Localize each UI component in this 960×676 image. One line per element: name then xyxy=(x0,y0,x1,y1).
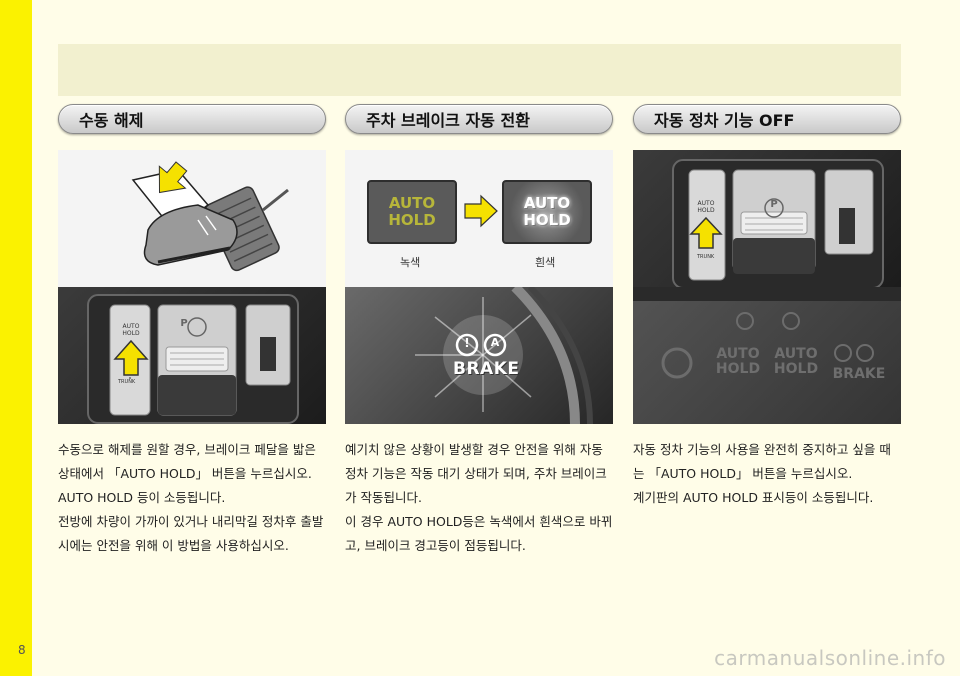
section-text-auto-hold-off: 자동 정차 기능의 사용을 완전히 중지하고 싶을 때는 「AUTO HOLD」… xyxy=(633,438,901,510)
auto-hold-color-change-illustration: AUTO HOLD AUTO HOLD 녹색 흰색 xyxy=(345,150,613,287)
section-header-manual-release: 수동 해제 xyxy=(58,104,326,134)
brake-exclaim-symbol: ! xyxy=(464,336,470,350)
auto-hold-off-indicator: AUTO HOLD xyxy=(715,346,761,377)
top-band xyxy=(58,44,901,96)
foot-pedal-illustration xyxy=(58,150,326,287)
brake-a-symbol: A xyxy=(490,336,500,349)
paragraph: 이 경우 AUTO HOLD등은 녹색에서 흰색으로 바뀌고, 브레이크 경고등… xyxy=(345,514,613,553)
press-arrow-icon xyxy=(158,161,188,194)
paragraph: AUTO HOLD 등이 소등됩니다. xyxy=(58,490,226,505)
auto-hold-off-indicator-2: AUTO HOLD xyxy=(773,346,819,377)
section-header-parking-brake: 주차 브레이크 자동 전환 xyxy=(345,104,613,134)
hold-label: HOLD xyxy=(697,207,715,214)
hold-label: HOLD xyxy=(122,330,140,337)
auto-label: AUTO xyxy=(122,323,140,330)
section-title: 주차 브레이크 자동 전환 xyxy=(345,104,613,134)
section-title: 수동 해제 xyxy=(58,104,326,134)
trunk-label: TRUNK xyxy=(697,254,715,260)
section-header-auto-hold-off: 자동 정차 기능 OFF xyxy=(633,104,901,134)
section-text-manual-release: 수동으로 해제를 원할 경우, 브레이크 페달을 밟은 상태에서 「AUTO H… xyxy=(58,438,326,558)
auto-label: AUTO xyxy=(697,200,715,207)
park-symbol: P xyxy=(770,199,778,210)
paragraph: 수동으로 해제를 원할 경우, 브레이크 페달을 밟은 상태에서 「AUTO H… xyxy=(58,442,316,481)
auto-hold-green-indicator: AUTO HOLD xyxy=(367,180,457,244)
paragraph: 예기치 않은 상황이 발생할 경우 안전을 위해 자동 정차 기능은 작동 대기… xyxy=(345,442,607,505)
park-symbol: P xyxy=(180,318,188,329)
up-arrow-icon xyxy=(689,216,723,249)
watermark: carmanualsonline.info xyxy=(714,646,946,670)
instrument-cluster-off-photo: AUTO HOLD AUTO HOLD BRAKE xyxy=(633,287,901,424)
console-auto-hold-off-photo: AUTO HOLD P TRUNK xyxy=(633,150,901,287)
auto-hold-white-indicator: AUTO HOLD xyxy=(502,180,592,244)
page-number: 8 xyxy=(18,643,26,657)
up-arrow-icon xyxy=(113,339,149,376)
paragraph: 전방에 차량이 가까이 있거나 내리막길 정차후 출발시에는 안전을 위해 이 … xyxy=(58,514,324,553)
yellow-side-bar xyxy=(0,0,32,676)
brake-off-word: BRAKE xyxy=(832,366,886,382)
console-auto-hold-button-photo: AUTO HOLD P TRUNK xyxy=(58,287,326,424)
paragraph: 계기판의 AUTO HOLD 표시등이 소등됩니다. xyxy=(633,490,874,505)
white-label: 흰색 xyxy=(535,256,556,269)
right-arrow-icon xyxy=(464,194,498,228)
section-text-parking-brake: 예기치 않은 상황이 발생할 경우 안전을 위해 자동 정차 기능은 작동 대기… xyxy=(345,438,613,558)
brake-word: BRAKE xyxy=(453,359,520,379)
green-label: 녹색 xyxy=(400,256,421,269)
section-title: 자동 정차 기능 OFF xyxy=(633,104,901,134)
paragraph: 자동 정차 기능의 사용을 완전히 중지하고 싶을 때는 「AUTO HOLD」… xyxy=(633,442,891,481)
brake-warning-light-photo: ! A BRAKE xyxy=(345,287,613,424)
trunk-label: TRUNK xyxy=(118,379,136,385)
